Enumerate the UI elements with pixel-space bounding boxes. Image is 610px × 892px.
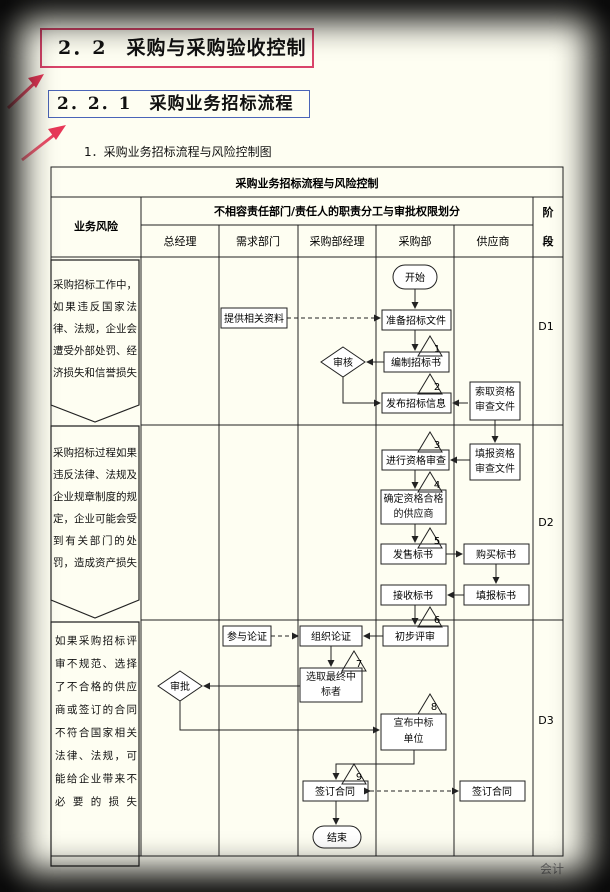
column-header-general-manager: 总经理 — [164, 234, 197, 248]
process-node — [380, 489, 447, 525]
stage-header: 段 — [543, 234, 554, 248]
node-label: 进行资格审查 — [386, 454, 446, 467]
step-marker-icon — [417, 527, 443, 549]
step-number: 2 — [434, 382, 440, 393]
end-node — [312, 825, 362, 849]
stage-label: D1 — [538, 320, 553, 333]
risk-text: 如果采购招标评审不规范、选择了不合格的供应商或签订的合同不符合国家相关法律、法规… — [55, 635, 137, 808]
node-label: 接收标书 — [393, 589, 433, 602]
step-number: 1 — [434, 344, 440, 355]
node-label: 购买标书 — [476, 548, 516, 561]
process-node — [469, 443, 521, 481]
node-label: 填报标书 — [476, 589, 516, 602]
process-node — [380, 584, 447, 606]
process-node — [459, 780, 526, 802]
process-node — [381, 309, 452, 331]
node-label: 签订合同 — [315, 785, 355, 798]
section-heading: 2．2 采购与采购验收控制 — [40, 28, 314, 68]
node-label: 选取最终中标者 — [306, 672, 356, 698]
step-marker-icon — [417, 693, 443, 715]
table-title: 采购业务招标流程与风险控制 — [235, 176, 379, 190]
node-label: 开始 — [405, 271, 425, 284]
node-label: 准备招标文件 — [386, 314, 446, 327]
stage-label: D3 — [538, 714, 553, 727]
watermark: 会计 — [540, 862, 565, 876]
figure-caption: 1．采购业务招标流程与风险控制图 — [84, 145, 272, 159]
node-label: 宣布中标单位 — [393, 718, 434, 745]
step-marker-icon — [417, 471, 443, 493]
step-marker-icon — [341, 650, 367, 672]
process-node — [469, 381, 521, 421]
step-marker-icon — [417, 431, 443, 453]
step-marker-icon — [417, 373, 443, 395]
stage-header: 阶 — [543, 205, 555, 219]
step-number: 3 — [434, 440, 440, 451]
risk-text: 采购招标过程如果违反法律、法规及企业规章制度的规定，企业可能会受到有关部门的处罚… — [53, 447, 137, 569]
node-label: 审核 — [333, 356, 353, 369]
step-number: 9 — [356, 772, 362, 783]
step-marker-icon — [417, 606, 443, 628]
node-label: 提供相关资料 — [224, 312, 284, 325]
subsection-heading: 2．2．1 采购业务招标流程 — [48, 90, 310, 118]
process-node — [380, 713, 447, 751]
step-number: 8 — [431, 702, 437, 713]
step-number: 7 — [356, 659, 362, 670]
column-header-purchasing-manager: 采购部经理 — [310, 234, 365, 248]
process-node — [381, 392, 452, 414]
node-label: 确定资格合格的供应商 — [383, 494, 444, 520]
risk-column-header: 业务风险 — [74, 219, 119, 233]
node-label: 结束 — [327, 831, 347, 844]
node-label: 参与论证 — [227, 630, 267, 643]
node-label: 索取资格审查文件 — [475, 387, 515, 413]
node-label: 发布招标信息 — [386, 397, 446, 410]
node-label: 初步评审 — [395, 630, 435, 643]
step-number: 6 — [434, 615, 440, 626]
column-header-supplier: 供应商 — [477, 234, 510, 248]
risk-banner — [50, 621, 140, 867]
step-number: 5 — [434, 536, 440, 547]
column-header-demand-dept: 需求部门 — [236, 234, 280, 248]
step-number: 4 — [434, 480, 440, 491]
risk-text: 采购招标工作中，如果违反国家法律、法规，企业会遭受外部处罚、经济损失和信誉损失 — [53, 279, 137, 379]
column-header-purchasing-dept: 采购部 — [399, 234, 432, 248]
pointer-arrow-icon — [21, 125, 66, 162]
stage-label: D2 — [538, 516, 553, 529]
risk-banner — [50, 259, 140, 423]
step-marker-icon — [417, 335, 443, 357]
pointer-arrow-icon — [6, 74, 44, 110]
responsibility-header: 不相容责任部门/责任人的职责分工与审批权限划分 — [214, 204, 460, 218]
node-label: 组织论证 — [311, 630, 351, 643]
node-label: 填报资格审查文件 — [475, 449, 515, 475]
node-label: 编制招标书 — [391, 356, 441, 369]
node-label: 审批 — [170, 680, 190, 693]
step-marker-icon — [341, 763, 367, 785]
process-node — [299, 667, 363, 703]
risk-banner — [50, 425, 140, 619]
node-label: 签订合同 — [472, 785, 512, 798]
node-label: 发售标书 — [393, 548, 433, 561]
